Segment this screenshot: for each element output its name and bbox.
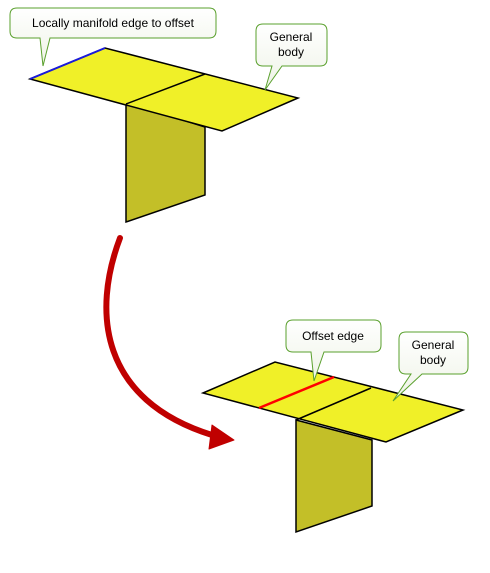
- junction-edge: [125, 73, 206, 105]
- vertical-sheet: [295, 419, 373, 534]
- callout-locally-manifold-edge: Locally manifold edge to offset: [9, 7, 217, 67]
- callout-general-body-top: General body: [255, 23, 328, 91]
- offset-model: [200, 361, 466, 534]
- callout-edge-label: Locally manifold edge to offset: [32, 16, 195, 30]
- transition-arrow: [103, 235, 235, 450]
- callout-body-label-line2: body: [420, 353, 446, 367]
- callout-body-label-line1: General: [270, 30, 313, 44]
- original-model: [27, 47, 301, 224]
- offset-edge: [258, 375, 335, 410]
- callout-body-label-line1: General: [412, 338, 455, 352]
- callout-general-body-bottom: General body: [392, 331, 469, 402]
- junction-edge: [295, 387, 372, 421]
- locally-manifold-edge: [29, 47, 106, 80]
- callout-body-label-line2: body: [278, 45, 304, 59]
- horizontal-sheet: [200, 361, 466, 443]
- callout-offset-label: Offset edge: [302, 329, 364, 343]
- callout-offset-edge: Offset edge: [285, 319, 382, 382]
